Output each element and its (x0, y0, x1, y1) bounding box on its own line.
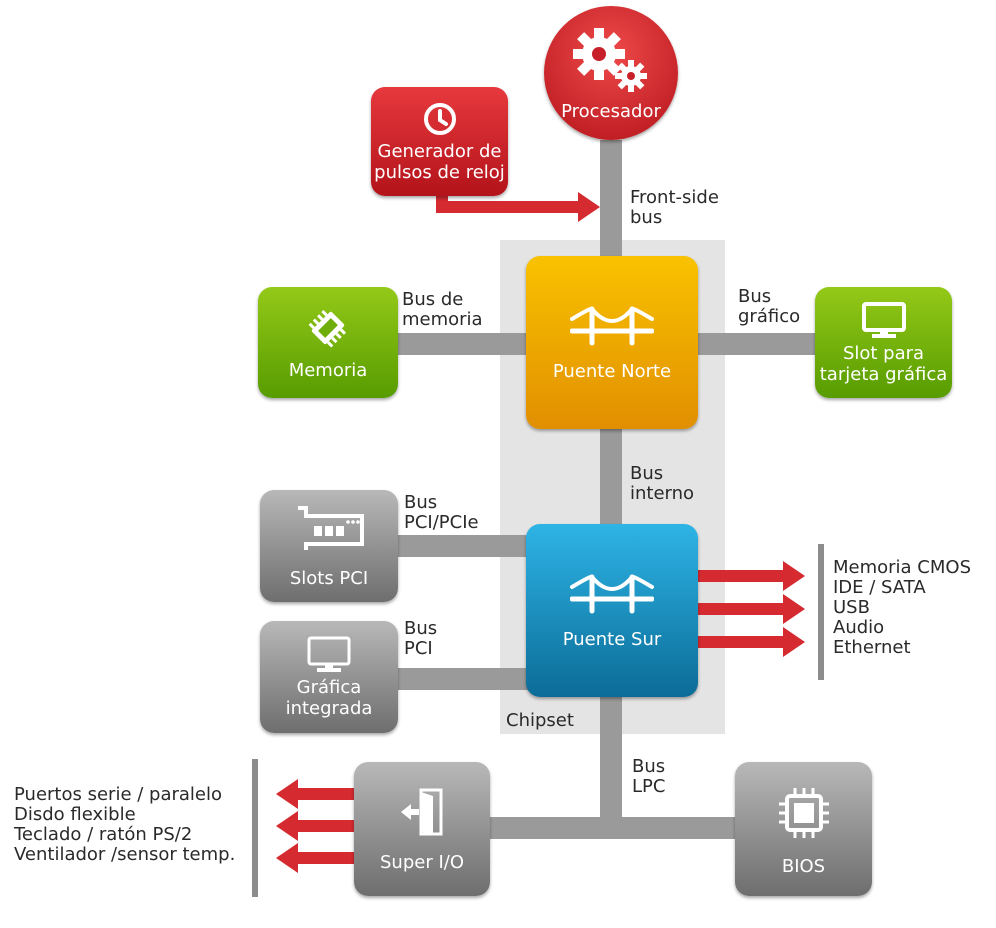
bridge-icon (570, 306, 654, 346)
clock-arrow (436, 192, 600, 222)
pci-bus-line (396, 668, 530, 690)
list-item: Disdo flexible (14, 804, 136, 825)
processor-node: Procesador (544, 6, 678, 140)
pci-card-icon (298, 505, 364, 550)
front-side-bus-label: Front-side bus (630, 187, 719, 228)
internal-bus-line (600, 428, 622, 528)
south-outputs-list: Memoria CMOS IDE / SATA USB Audio Ethern… (833, 558, 971, 658)
super-io-label: Super I/O (380, 851, 464, 873)
internal-bus-label: Bus interno (630, 463, 695, 504)
graphics-slot-label-2: tarjeta gráfica (819, 363, 948, 385)
pci-slots-node: Slots PCI (260, 490, 398, 602)
north-bridge-label: Puente Norte (552, 361, 672, 382)
south-arrow-2 (697, 594, 805, 624)
south-arrow-3 (697, 627, 805, 657)
monitor-icon (307, 636, 351, 672)
processor-label: Procesador (561, 101, 661, 122)
list-item: Audio (833, 617, 885, 638)
list-item: Ventilador /sensor temp. (14, 844, 236, 865)
superio-arrow-1 (276, 779, 356, 809)
gears-icon (573, 28, 647, 92)
front-side-bus-line (600, 140, 622, 260)
clock-label-1: Generador de (377, 140, 502, 162)
superio-outputs-list: Puertos serie / paralelo Disdo flexible … (14, 785, 235, 865)
memory-bus-line (394, 333, 528, 355)
lpc-bus-label: Bus LPC (632, 756, 666, 797)
clock-label-2: pulsos de reloj (374, 161, 505, 183)
list-item: Puertos serie / paralelo (14, 784, 223, 805)
chipset-label: Chipset (506, 710, 574, 731)
graphics-bus-label: Bus gráfico (738, 286, 801, 327)
memory-node: Memoria (258, 287, 398, 398)
south-outputs-separator (818, 544, 824, 680)
list-item: IDE / SATA (833, 577, 926, 598)
pci-pcie-bus-line (396, 535, 530, 557)
graphics-slot-label-1: Slot para (842, 342, 925, 364)
pci-pcie-bus-label: Bus PCI/PCIe (404, 492, 479, 533)
integrated-graphics-label-1: Gráfica (296, 677, 362, 698)
memory-label: Memoria (288, 360, 368, 381)
integrated-graphics-node: Gráfica integrada (260, 621, 398, 733)
superio-arrow-3 (276, 843, 356, 873)
monitor-icon (861, 301, 906, 338)
memory-bus-label: Bus de memoria (402, 289, 483, 330)
lpc-bus-horizontal-line (486, 817, 738, 839)
integrated-graphics-label-2: integrada (285, 698, 373, 719)
graphics-bus-line (696, 333, 818, 355)
list-item: Memoria CMOS (833, 557, 971, 578)
memory-chip-icon (308, 309, 347, 348)
graphics-slot-node: Slot para tarjeta gráfica (815, 287, 952, 398)
superio-arrow-2 (276, 811, 356, 841)
north-bridge-node: Puente Norte (526, 256, 698, 429)
pci-bus-label: Bus PCI (404, 618, 438, 659)
chip-icon (778, 787, 829, 838)
clock-icon (423, 102, 456, 135)
door-exit-icon (401, 788, 443, 835)
lpc-bus-vertical-line (600, 696, 622, 828)
bios-node: BIOS (735, 762, 872, 896)
south-arrow-1 (697, 561, 805, 591)
super-io-node: Super I/O (354, 762, 490, 896)
list-item: Teclado / ratón PS/2 (14, 824, 193, 845)
clock-generator-node: Generador de pulsos de reloj (371, 87, 508, 196)
list-item: USB (833, 597, 870, 618)
south-bridge-label: Puente Sur (562, 629, 662, 650)
list-item: Ethernet (833, 637, 911, 658)
bridge-icon (570, 574, 654, 614)
bios-label: BIOS (781, 855, 826, 877)
south-bridge-node: Puente Sur (526, 524, 698, 697)
superio-outputs-separator (252, 759, 258, 897)
pci-slots-label: Slots PCI (289, 567, 369, 589)
